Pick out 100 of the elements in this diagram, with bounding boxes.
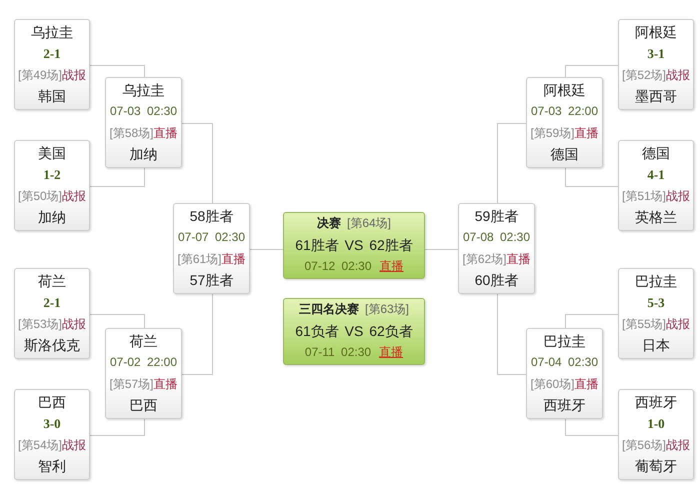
match-number: [第62场] — [462, 250, 506, 268]
match-number: [第63场] — [364, 301, 409, 318]
bracket-line — [90, 418, 145, 436]
team-name: 斯洛伐克 — [24, 336, 80, 355]
match-number: [第60场] — [530, 376, 574, 392]
bracket-line — [424, 249, 458, 250]
score: 1-0 — [647, 415, 665, 433]
match-card — [618, 389, 694, 480]
matchup: 61负者 VS 62负者 — [295, 322, 413, 341]
team-name: 英格兰 — [635, 208, 677, 227]
match-time: 07-08 02:30 — [462, 229, 530, 246]
match-number: [第64场] — [346, 215, 391, 232]
team-name: 加纳 — [130, 145, 158, 164]
match-card — [526, 328, 603, 419]
bracket-line — [565, 314, 618, 328]
match-time: 07-02 22:00 — [110, 354, 178, 371]
team-name: 美国 — [38, 144, 66, 162]
round-title: 三四名决赛 — [298, 301, 359, 318]
matchup: 61胜者 VS 62胜者 — [295, 236, 413, 255]
team-name: 57胜者 — [190, 271, 234, 290]
score: 3-1 — [647, 45, 665, 63]
team-name: 荷兰 — [38, 272, 66, 290]
match-card — [14, 268, 90, 359]
bracket-line — [250, 249, 284, 250]
match-number: [第50场] — [18, 188, 62, 204]
bracket-line — [90, 65, 145, 78]
team-name: 巴西 — [38, 392, 66, 412]
match-time: 07-11 02:30 — [304, 344, 372, 362]
score: 5-3 — [647, 294, 665, 312]
team-name: 葡萄牙 — [635, 457, 677, 476]
bracket-line — [182, 123, 213, 204]
final-card — [283, 298, 425, 365]
team-name: 巴拉圭 — [635, 272, 677, 290]
final-card — [283, 212, 425, 279]
live-link: 直播 — [574, 124, 598, 142]
team-name: 德国 — [550, 145, 578, 164]
score: 4-1 — [647, 166, 665, 184]
bracket-line — [497, 123, 526, 204]
match-card — [173, 203, 250, 294]
team-name: 59胜者 — [474, 206, 518, 226]
team-name: 智利 — [38, 457, 66, 476]
match-number: [第59场] — [530, 124, 574, 142]
match-card — [618, 268, 694, 359]
match-number: [第52场] — [622, 66, 666, 84]
match-card — [618, 140, 694, 231]
match-card — [105, 77, 182, 168]
live-link: 直播 — [380, 258, 404, 276]
report-link: 战报 — [62, 316, 86, 332]
match-time: 07-12 02:30 — [304, 258, 372, 276]
team-name: 日本 — [642, 336, 670, 355]
score: 2-1 — [43, 294, 61, 312]
match-number: [第61场] — [177, 250, 222, 268]
report-link: 战报 — [666, 316, 690, 332]
bracket-line — [182, 294, 213, 375]
team-name: 加纳 — [38, 208, 66, 227]
bracket-line — [90, 168, 145, 187]
match-number: [第53场] — [18, 316, 62, 332]
live-link: 直播 — [222, 250, 246, 268]
match-number: [第56场] — [622, 436, 666, 454]
match-number: [第58场] — [109, 124, 154, 142]
match-card — [14, 389, 90, 480]
team-name: 西班牙 — [544, 396, 586, 415]
bracket-line — [565, 418, 618, 436]
team-name: 荷兰 — [130, 332, 158, 350]
report-link: 战报 — [62, 66, 86, 84]
live-link: 直播 — [379, 344, 404, 362]
report-link: 战报 — [666, 66, 690, 84]
team-name: 乌拉圭 — [31, 22, 73, 42]
report-link: 战报 — [666, 436, 690, 454]
team-name: 60胜者 — [474, 271, 518, 290]
team-name: 墨西哥 — [635, 87, 677, 106]
match-card — [618, 19, 694, 110]
match-time: 07-03 02:30 — [110, 103, 178, 120]
match-number: [第54场] — [18, 436, 62, 454]
match-card — [14, 140, 90, 231]
match-card — [14, 19, 90, 110]
live-link: 直播 — [506, 250, 530, 268]
live-link: 直播 — [154, 376, 178, 392]
match-time: 07-04 02:30 — [530, 354, 598, 371]
bracket-line — [497, 294, 526, 375]
team-name: 德国 — [642, 144, 670, 162]
match-time: 07-07 02:30 — [178, 229, 246, 246]
score: 1-2 — [43, 166, 61, 184]
match-number: [第49场] — [18, 66, 62, 84]
team-name: 阿根廷 — [635, 22, 677, 42]
match-number: [第55场] — [622, 316, 666, 332]
report-link: 战报 — [62, 188, 86, 204]
team-name: 58胜者 — [190, 206, 234, 226]
report-link: 战报 — [666, 188, 690, 204]
team-name: 巴拉圭 — [544, 332, 586, 350]
match-number: [第57场] — [109, 376, 154, 392]
match-card — [526, 77, 603, 168]
match-card — [105, 328, 182, 419]
team-name: 西班牙 — [635, 392, 677, 412]
live-link: 直播 — [574, 376, 598, 392]
team-name: 乌拉圭 — [122, 80, 164, 100]
team-name: 巴西 — [130, 396, 158, 415]
score: 3-0 — [43, 415, 61, 433]
match-card — [458, 203, 535, 294]
bracket-line — [90, 314, 145, 328]
